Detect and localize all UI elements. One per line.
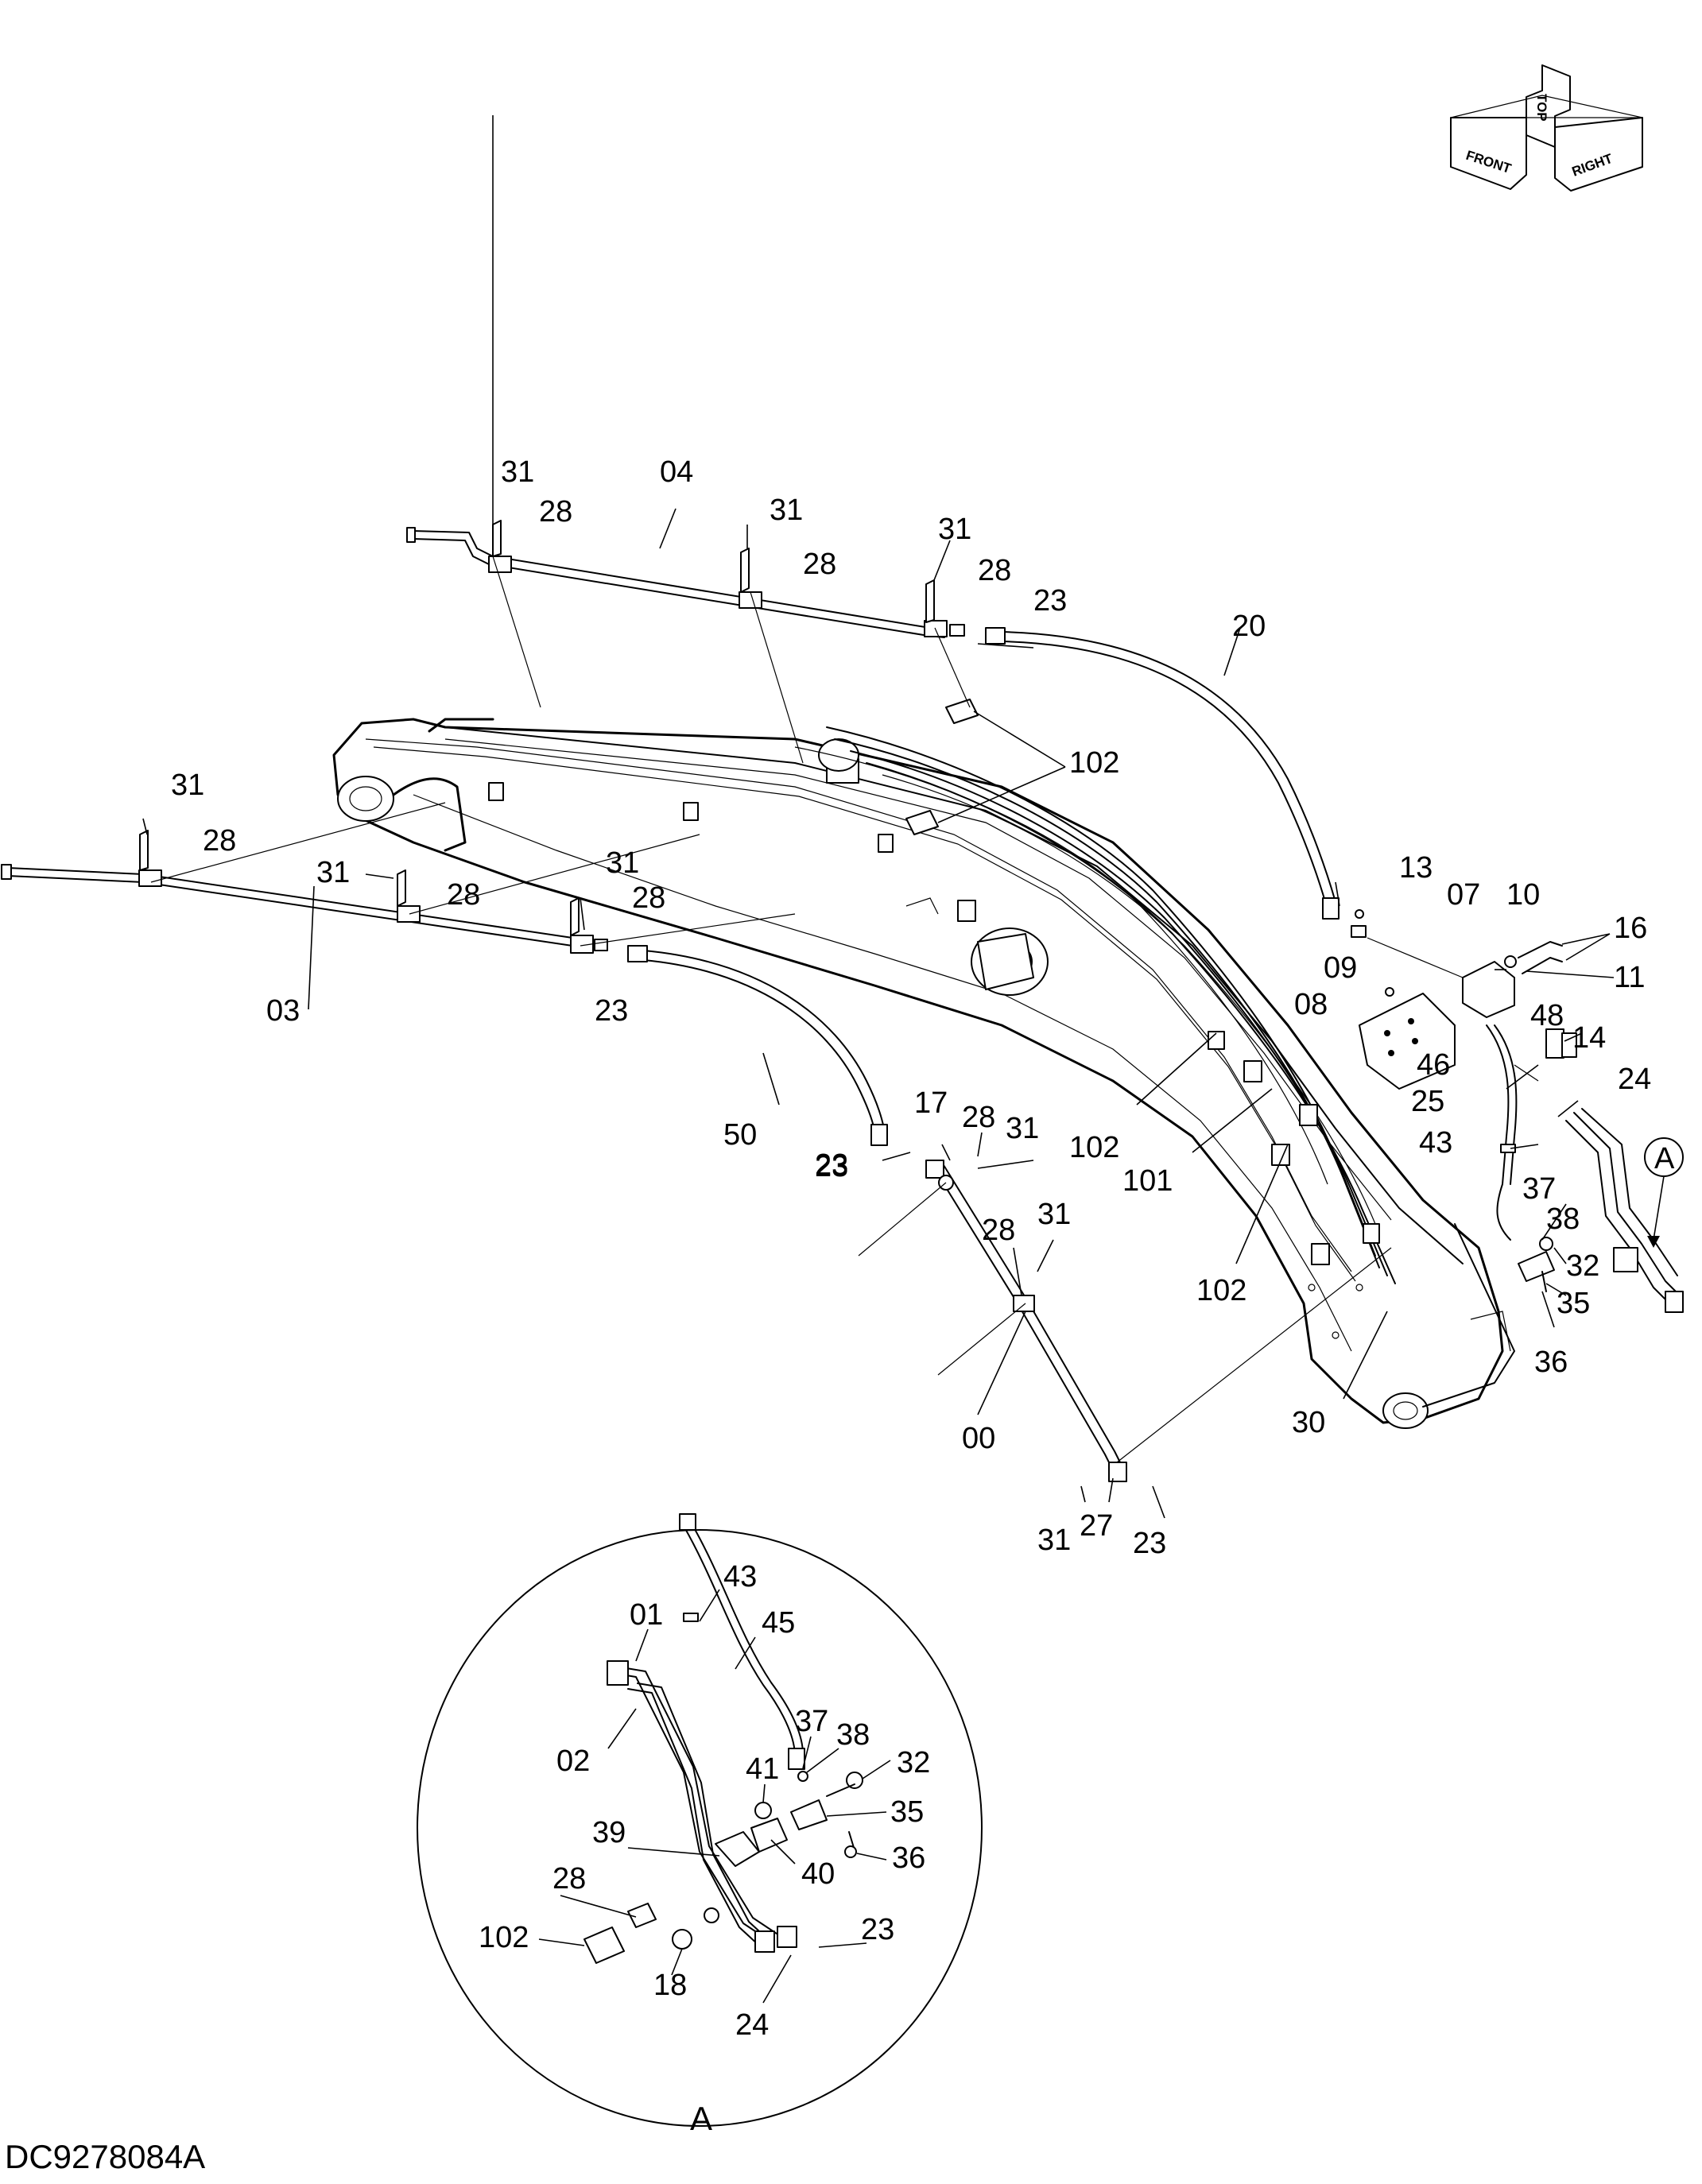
callout: 08: [1294, 988, 1328, 1021]
callout: 23: [595, 994, 628, 1028]
pipe-03: [1, 830, 608, 954]
callout: 14: [1572, 1021, 1606, 1055]
callout: 04: [660, 455, 693, 489]
callout: 102: [1069, 746, 1119, 780]
callout: 46: [1417, 1048, 1450, 1082]
top-indicator-label: TOP: [1534, 94, 1549, 122]
orientation-indicator: FRONT TOP RIGHT: [1450, 64, 1643, 192]
callout: 11: [1614, 961, 1645, 994]
callout: 38: [1546, 1202, 1580, 1236]
callout: 23: [815, 1150, 848, 1183]
callout: 28: [982, 1214, 1015, 1247]
callout: 31: [316, 856, 350, 889]
callout: 00: [962, 1422, 995, 1455]
detail-marker-letter: A: [1654, 1142, 1675, 1175]
callout: 102: [479, 1921, 529, 1954]
callout: 25: [1411, 1085, 1444, 1118]
callout: 30: [1292, 1406, 1325, 1439]
callout: 17: [914, 1086, 948, 1120]
pipe-04: [406, 520, 965, 638]
callout: 20: [1232, 610, 1266, 643]
hose-20: [985, 627, 1340, 920]
callout: 31: [938, 513, 971, 546]
callout: 28: [552, 1862, 586, 1896]
callout: 23: [1133, 1527, 1166, 1560]
drawing-code: DC9278084A: [5, 2138, 206, 2175]
callout: 31: [606, 846, 639, 880]
callout: 102: [1196, 1274, 1246, 1307]
callout: 13: [1399, 851, 1433, 885]
detail-callouts: 43 01 45 37 38 02 32 41 35 39 36 40 28 2…: [479, 1560, 930, 2137]
callout: 23: [815, 1148, 848, 1182]
right-side-components: [1351, 909, 1684, 1313]
callout: 31: [1037, 1198, 1071, 1231]
callout: 23: [1033, 584, 1067, 618]
callout: 32: [897, 1746, 930, 1779]
boom-structure: [332, 718, 1515, 1429]
callout: 28: [978, 554, 1011, 587]
callout: 45: [762, 1606, 795, 1640]
callout: 40: [801, 1857, 835, 1891]
callout: 16: [1614, 912, 1647, 945]
callout: 28: [539, 495, 572, 529]
callout: 36: [892, 1841, 925, 1875]
callout: 35: [1557, 1287, 1590, 1320]
pipe-00: [925, 1160, 1127, 1482]
detail-view-a: [417, 1513, 983, 2127]
callout: 31: [171, 769, 204, 802]
callout: 36: [1534, 1346, 1568, 1379]
callout: 28: [632, 881, 665, 915]
callout: 37: [1522, 1172, 1556, 1206]
callout: 24: [735, 2008, 769, 2042]
callout: 28: [962, 1101, 995, 1134]
callout: 23: [861, 1913, 894, 1946]
callout: 01: [630, 1598, 663, 1632]
callout: 31: [1037, 1524, 1071, 1557]
callout: 101: [1122, 1164, 1173, 1198]
callout: 24: [1618, 1063, 1651, 1096]
clamp-102-group: [905, 699, 979, 835]
callout: 09: [1324, 951, 1357, 985]
detail-view-label: A: [690, 2100, 712, 2137]
callout: 48: [1530, 999, 1564, 1032]
callout: 38: [836, 1718, 870, 1752]
callout: 41: [746, 1752, 779, 1786]
callout: 35: [890, 1795, 924, 1829]
callout: 37: [795, 1705, 828, 1738]
callout: 31: [1006, 1112, 1039, 1145]
callout: 02: [556, 1744, 590, 1778]
callout: 28: [447, 878, 480, 912]
callout: 28: [203, 824, 236, 858]
leader-lines: [142, 115, 1665, 1519]
main-callouts: 31 04 28 31 28 31 28 23 20 102 31 28 31 …: [171, 455, 1651, 1560]
callout: 10: [1506, 878, 1540, 912]
callout: 32: [1566, 1249, 1599, 1283]
callout: 43: [1419, 1126, 1452, 1160]
callout: 03: [266, 994, 300, 1028]
callout: 39: [592, 1816, 626, 1849]
detail-reference-marker: A: [1644, 1137, 1684, 1177]
hose-50: [627, 945, 888, 1146]
callout: 27: [1080, 1509, 1113, 1543]
callout: 43: [723, 1560, 757, 1593]
callout: 50: [723, 1118, 757, 1152]
callout: 07: [1447, 878, 1480, 912]
callout: 18: [653, 1969, 687, 2002]
callout: 31: [501, 455, 534, 489]
callout: 102: [1069, 1131, 1119, 1164]
callout: 28: [803, 548, 836, 581]
callout: 31: [770, 494, 803, 527]
